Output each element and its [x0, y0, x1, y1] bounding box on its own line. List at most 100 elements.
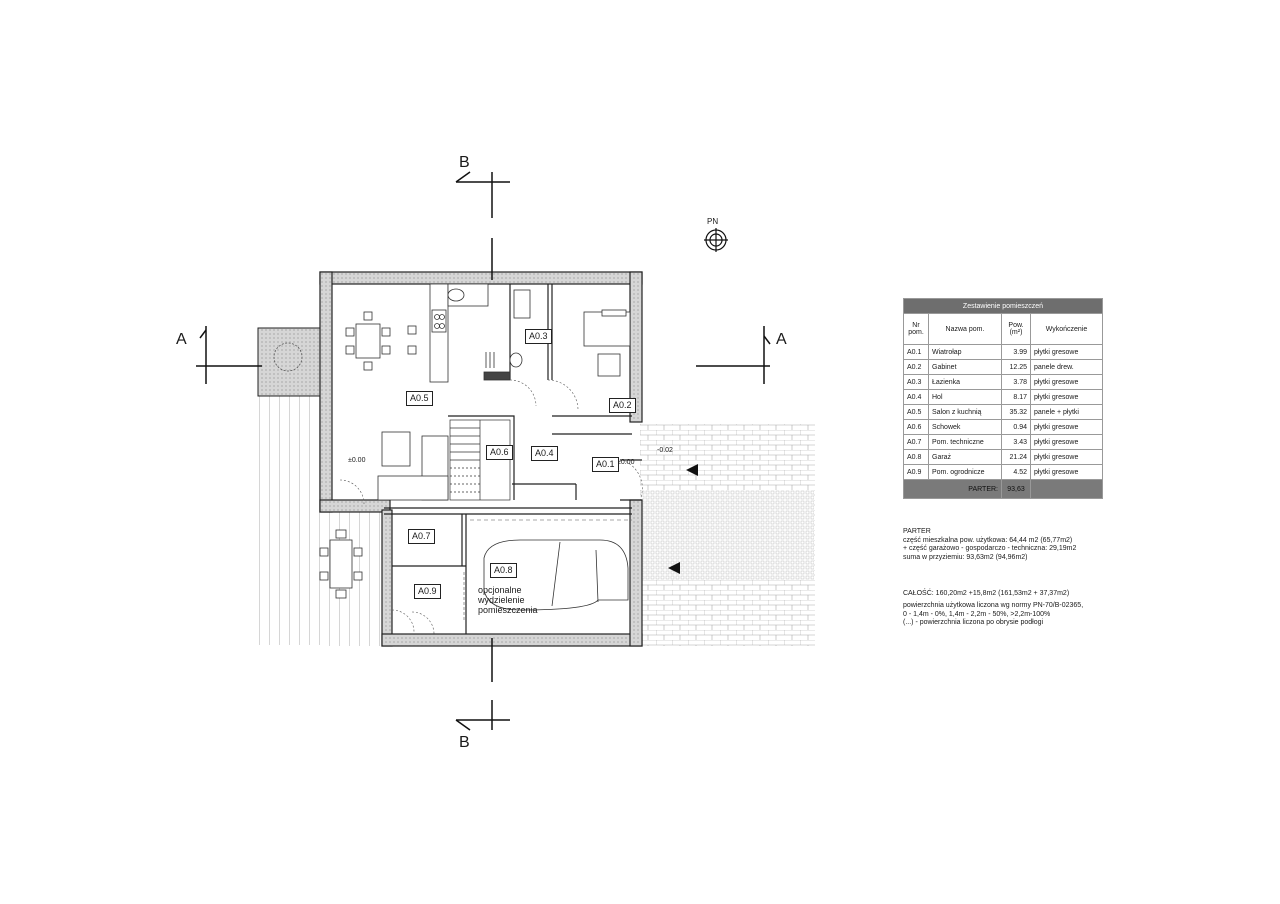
stairs [449, 419, 511, 501]
room-tag: A0.9 [414, 584, 441, 599]
cell-area: 12.25 [1001, 359, 1031, 375]
header-name: Nazwa pom. [928, 313, 1002, 345]
section-label-a-left: A [176, 331, 187, 348]
note-line: powierzchnia użytkowa liczona wg normy P… [903, 602, 1084, 609]
total-spacer [1030, 479, 1103, 499]
north-arrow-icon [704, 228, 728, 252]
section-label-b-bottom: B [459, 734, 470, 751]
notes-block-norm: powierzchnia użytkowa liczona wg normy P… [903, 602, 1083, 628]
room-schedule-table: Zestawienie pomieszczeń Nr pom. Nazwa po… [903, 298, 1103, 499]
cell-finish: płytki gresowe [1030, 374, 1103, 390]
cell-name: Hol [928, 389, 1002, 405]
level-mark: -0.02 [657, 447, 673, 454]
notes-block-total: CAŁOŚĆ: 160,20m2 +15,8m2 (161,53m2 + 37,… [903, 590, 1069, 599]
header-area: Pow. (m²) [1001, 313, 1031, 345]
room-tag: A0.5 [406, 391, 433, 406]
note-line: 0 - 1,4m - 0%, 1,4m - 2,2m - 50%, >2,2m-… [903, 610, 1051, 618]
plant-icon [273, 342, 303, 372]
sofa [377, 431, 449, 501]
total-label: PARTER: [903, 479, 1002, 499]
section-label-b-top: B [459, 154, 470, 171]
terrace-deck [258, 395, 324, 645]
table-total-row: PARTER: 93,63 [903, 479, 1103, 499]
room-tag: A0.6 [486, 445, 513, 460]
garage-entrance-arrow-icon [668, 562, 680, 574]
room-tag: A0.3 [525, 329, 552, 344]
door-swings [339, 379, 643, 635]
cell-finish: płytki gresowe [1030, 419, 1103, 435]
cell-name: Łazienka [928, 374, 1002, 390]
car [483, 539, 629, 611]
cell-finish: płytki gresowe [1030, 449, 1103, 465]
dining-table [345, 311, 417, 371]
cell-name: Wiatrołap [928, 344, 1002, 360]
cell-finish: panele + płytki [1030, 404, 1103, 420]
note-line: (...) - powierzchnia liczona po obrysie … [903, 619, 1044, 626]
notes-block-parter: PARTER część mieszkalna pow. użytkowa: 6… [903, 528, 1076, 562]
north-label: PN [707, 217, 719, 226]
cell-finish: panele drew. [1030, 359, 1103, 375]
cell-area: 3.43 [1001, 434, 1031, 450]
cell-finish: płytki gresowe [1030, 344, 1103, 360]
note-line: suma w przyziemiu: 93,63m2 (94,96m2) [903, 553, 1028, 561]
cell-nr: A0.5 [903, 404, 929, 420]
cell-finish: płytki gresowe [1030, 434, 1103, 450]
room-tag: A0.8 [490, 563, 517, 578]
cell-nr: A0.1 [903, 344, 929, 360]
level-mark: ±0.00 [617, 459, 635, 466]
room-tag: A0.1 [592, 457, 619, 472]
interior-walls [384, 284, 642, 634]
cell-finish: płytki gresowe [1030, 464, 1103, 480]
cell-nr: A0.6 [903, 419, 929, 435]
note-line: + część garażowo - gospodarczo - technic… [903, 545, 1077, 552]
terrace-table [319, 529, 363, 599]
room-tag: A0.7 [408, 529, 435, 544]
section-lines [196, 171, 771, 731]
cell-name: Pom. ogrodnicze [928, 464, 1002, 480]
cell-name: Schowek [928, 419, 1002, 435]
cell-name: Gabinet [928, 359, 1002, 375]
cell-area: 4.52 [1001, 464, 1031, 480]
level-mark: ±0.00 [348, 457, 366, 464]
office-desk [583, 309, 631, 377]
kitchen-counter [429, 283, 511, 383]
cell-nr: A0.2 [903, 359, 929, 375]
cell-finish: płytki gresowe [1030, 389, 1103, 405]
cell-area: 0.94 [1001, 419, 1031, 435]
cell-area: 8.17 [1001, 389, 1031, 405]
exterior-walls [319, 271, 643, 647]
optional-partition-label: opcjonalne wydzielenie pomieszczenia [478, 585, 538, 615]
cell-nr: A0.9 [903, 464, 929, 480]
paving-dotted-strip [642, 490, 814, 580]
cell-name: Pom. techniczne [928, 434, 1002, 450]
cell-nr: A0.8 [903, 449, 929, 465]
table-title: Zestawienie pomieszczeń [903, 298, 1103, 314]
note-line: część mieszkalna pow. użytkowa: 64,44 m2… [903, 536, 1073, 544]
total-value: 93,63 [1001, 479, 1031, 499]
cell-name: Salon z kuchnią [928, 404, 1002, 420]
note-line: PARTER [903, 528, 931, 535]
room-tag: A0.2 [609, 398, 636, 413]
cell-area: 35.32 [1001, 404, 1031, 420]
header-nr: Nr pom. [903, 313, 929, 345]
cell-name: Garaż [928, 449, 1002, 465]
entrance-arrow-icon [686, 464, 698, 476]
cell-area: 21.24 [1001, 449, 1031, 465]
header-finish: Wykończenie [1030, 313, 1103, 345]
section-label-a-right: A [776, 331, 787, 348]
planter [257, 327, 321, 397]
cell-nr: A0.7 [903, 434, 929, 450]
cell-nr: A0.4 [903, 389, 929, 405]
bathroom-fixtures [485, 289, 531, 368]
cell-area: 3.78 [1001, 374, 1031, 390]
